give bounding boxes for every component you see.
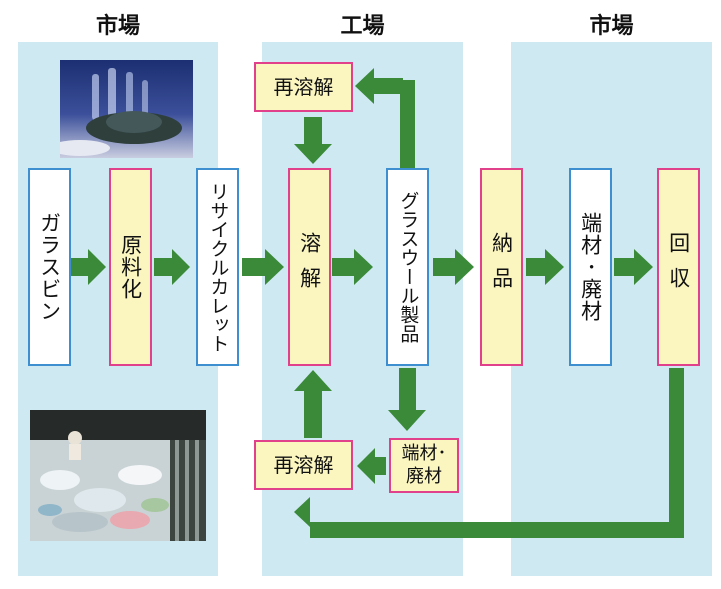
- node-glass-bottle: ガラスビン: [28, 168, 71, 366]
- node-raw-material: 原料化: [109, 168, 152, 366]
- node-remelt-bottom: 再溶解: [254, 440, 353, 490]
- node-scrap-waste-factory-label: 端材･廃材: [401, 443, 447, 487]
- node-delivery: 納品: [480, 168, 523, 366]
- node-scrap-waste-market-label: 端材･廃材: [578, 212, 603, 322]
- arrow-wool-to-delivery: [433, 249, 474, 285]
- node-collect-label: 回収: [666, 232, 691, 302]
- heading-market-left: 市場: [95, 14, 140, 39]
- arrow-bottle-to-raw: [70, 249, 106, 285]
- node-recycle-cullet: リサイクルカレット: [196, 168, 239, 366]
- heading-market-right: 市場: [589, 14, 634, 39]
- arrow-remelt-bottom-to-melt: [294, 370, 332, 438]
- node-collect: 回収: [657, 168, 700, 366]
- arrow-scrap-to-collect: [614, 249, 653, 285]
- node-remelt-top: 再溶解: [254, 62, 353, 112]
- node-melt-label: 溶解: [297, 232, 322, 302]
- node-delivery-label: 納品: [489, 232, 514, 302]
- node-raw-material-label: 原料化: [118, 234, 143, 300]
- node-melt: 溶解: [288, 168, 331, 366]
- node-scrap-waste-market: 端材･廃材: [569, 168, 612, 366]
- glass-cullet-photo: [60, 60, 193, 158]
- node-remelt-top-label: 再溶解: [273, 75, 334, 99]
- node-glass-wool-label: グラスウール製品: [397, 191, 420, 343]
- node-glass-bottle-label: ガラスビン: [37, 212, 62, 322]
- node-remelt-bottom-label: 再溶解: [273, 453, 334, 477]
- node-glass-wool: グラスウール製品: [386, 168, 429, 366]
- arrow-delivery-to-scrap: [526, 249, 564, 285]
- arrow-scrap-to-remelt-bottom: [357, 448, 386, 484]
- arrow-cullet-to-melt: [242, 249, 284, 285]
- heading-factory: 工場: [340, 14, 385, 39]
- arrow-remelt-top-to-melt: [294, 117, 332, 164]
- node-recycle-cullet-label: リサイクルカレット: [207, 181, 230, 353]
- arrow-wool-to-remelt-top: [355, 68, 403, 168]
- arrow-melt-to-wool: [332, 249, 373, 285]
- arrow-wool-to-scrap: [388, 368, 426, 431]
- node-scrap-waste-factory: 端材･廃材: [389, 438, 459, 493]
- arrow-raw-to-cullet: [154, 249, 190, 285]
- collected-bottles-photo: [30, 410, 206, 541]
